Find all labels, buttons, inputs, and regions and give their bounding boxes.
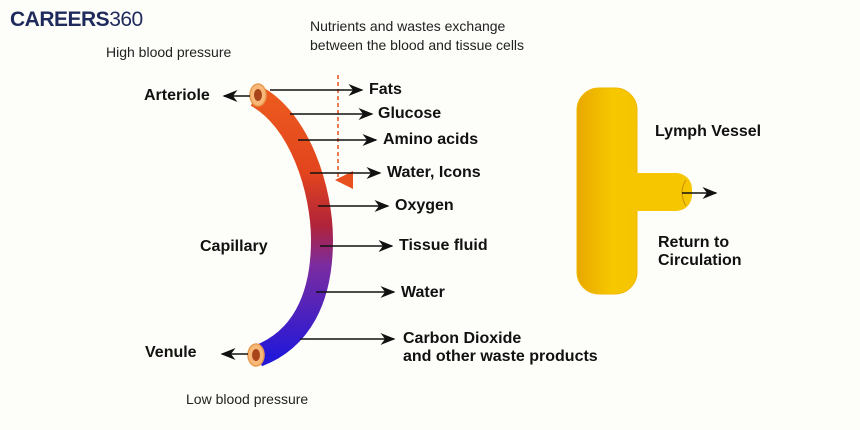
capillary-vessel (247, 83, 334, 367)
capillary-label: Capillary (200, 238, 268, 255)
return-label-line1: Return to (658, 234, 730, 251)
exchange-title-line2: between the blood and tissue cells (310, 37, 525, 53)
lymph-vessel-shape (576, 87, 718, 295)
exchange-title-line1: Nutrients and wastes exchange (310, 18, 506, 34)
arteriole-label: Arteriole (144, 87, 210, 104)
lymph-vessel-label: Lymph Vessel (655, 123, 762, 140)
exchange-item-oxygen: Oxygen (395, 197, 454, 214)
exchange-item-waste-products: and other waste products (403, 348, 598, 365)
exchange-item-water-ions: Water, Icons (387, 164, 481, 181)
low-pressure-label: Low blood pressure (186, 391, 309, 407)
exchange-item-amino-acids: Amino acids (383, 131, 479, 148)
exchange-item-tissue-fluid: Tissue fluid (399, 237, 488, 254)
logo-brand: CAREERS (10, 8, 110, 31)
exchange-item-glucose: Glucose (378, 105, 442, 122)
high-pressure-label: High blood pressure (106, 44, 232, 60)
exchange-arrows (270, 84, 396, 345)
careers360-logo: CAREERS360 (10, 8, 143, 32)
exchange-item-water: Water (401, 284, 445, 301)
exchange-item-carbon-dioxide: Carbon Dioxide (403, 330, 522, 347)
exchange-item-fats: Fats (369, 81, 402, 98)
venule-label: Venule (145, 344, 197, 361)
logo-number: 360 (109, 8, 143, 31)
return-label-line2: Circulation (658, 252, 742, 269)
